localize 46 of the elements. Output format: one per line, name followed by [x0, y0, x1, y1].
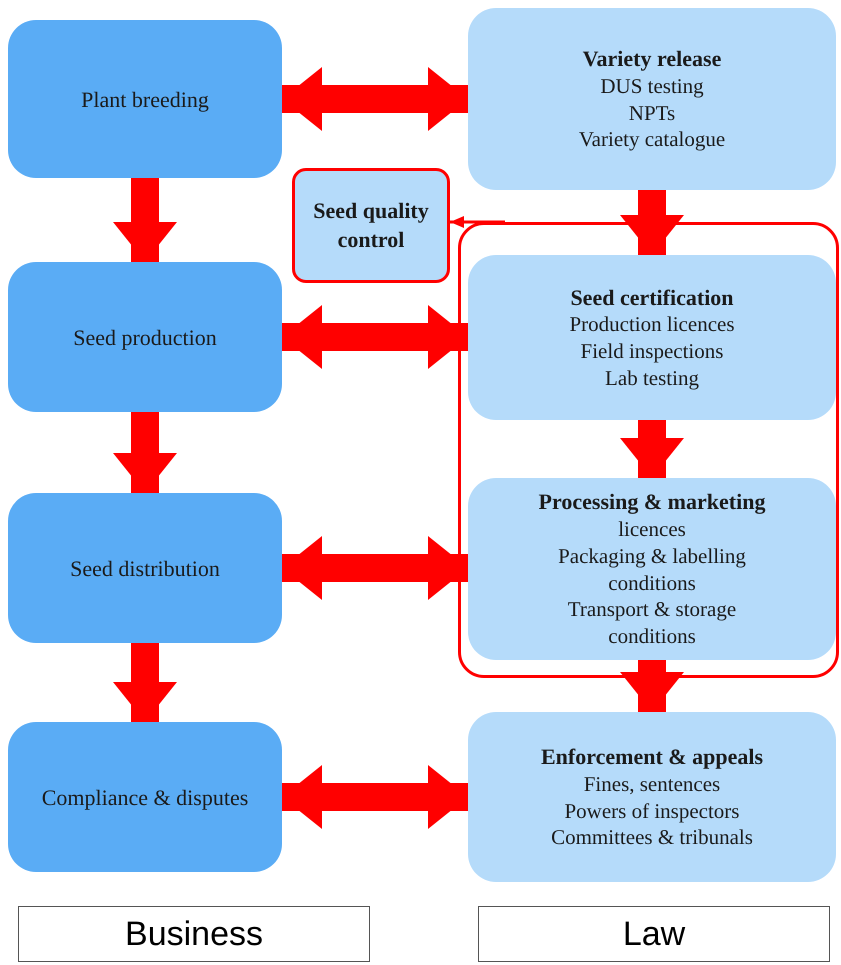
process-box — [468, 712, 836, 882]
double-arrow — [282, 536, 468, 600]
box-text: Committees & tribunals — [551, 824, 753, 851]
arrow — [620, 660, 684, 712]
box-text: Lab testing — [605, 364, 699, 392]
group-outline — [458, 222, 839, 678]
box-text: Production licences — [569, 311, 735, 338]
box-text: Seed production — [73, 324, 217, 352]
process-box — [8, 722, 282, 872]
arrow — [113, 178, 177, 262]
box-text: Plant breeding — [81, 86, 209, 114]
column-label-box — [478, 906, 830, 962]
process-box — [468, 255, 836, 420]
box-text: Seed distribution — [70, 554, 220, 582]
box-text: Business — [125, 914, 263, 954]
arrow — [113, 412, 177, 493]
column-label-box — [18, 906, 370, 962]
box-text: Compliance & disputes — [42, 784, 248, 812]
box-text: Packaging & labelling conditions — [557, 542, 747, 596]
process-box — [468, 8, 836, 190]
box-heading: Seed certification — [570, 284, 734, 312]
box-text: Variety catalogue — [578, 126, 726, 153]
arrow — [620, 190, 684, 255]
box-text: Powers of inspectors — [564, 798, 740, 824]
arrow — [450, 216, 505, 228]
box-text: licences — [618, 516, 686, 543]
process-box — [468, 478, 836, 660]
box-heading: Processing & marketing — [538, 488, 766, 516]
box-heading: Variety release — [582, 45, 722, 73]
process-box — [292, 168, 450, 283]
process-box — [8, 493, 282, 643]
arrow — [620, 420, 684, 478]
box-text: Law — [622, 914, 686, 954]
double-arrow — [282, 765, 468, 829]
box-text: DUS testing — [600, 72, 704, 100]
box-text: Field inspections — [580, 338, 724, 365]
box-text: Fines, sentences — [584, 770, 720, 798]
box-text: NPTs — [628, 100, 676, 126]
process-box — [8, 262, 282, 412]
double-arrow — [282, 305, 468, 369]
box-heading: Enforcement & appeals — [540, 743, 764, 771]
arrow — [113, 643, 177, 722]
box-text: Seed quality control — [312, 196, 430, 254]
box-text: Transport & storage conditions — [566, 596, 738, 650]
double-arrow — [282, 67, 468, 131]
process-box — [8, 20, 282, 178]
